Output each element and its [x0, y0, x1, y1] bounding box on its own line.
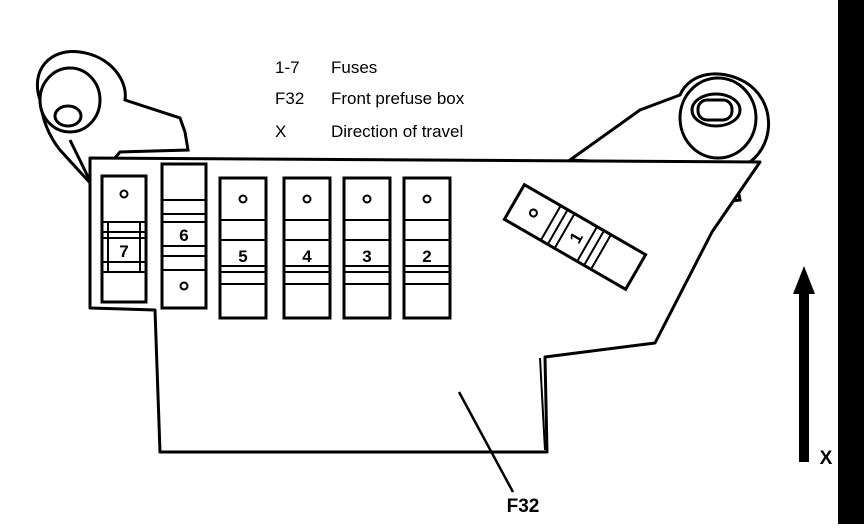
- fuse-label: 6: [179, 226, 188, 245]
- fuse-housing: [342, 176, 392, 320]
- fuse-housing: [402, 176, 452, 320]
- fuse-label: 5: [238, 247, 247, 266]
- legend-code: 1-7: [275, 58, 300, 77]
- fuse-3[interactable]: 3: [342, 176, 392, 320]
- right-edge-bar: [838, 0, 864, 524]
- legend-code: X: [275, 122, 286, 141]
- fuse-2[interactable]: 2: [402, 176, 452, 320]
- legend-description: Direction of travel: [331, 122, 463, 141]
- fuse-housing: [282, 176, 332, 320]
- fuse-1[interactable]: 1: [502, 182, 648, 292]
- f32-leader-line: [457, 391, 515, 493]
- legend: 1-7 Fuses F32 Front prefuse box X Direct…: [275, 58, 465, 141]
- body-inner-edge: [539, 357, 546, 451]
- fuse-4[interactable]: 4: [282, 176, 332, 320]
- fuse-contact: [302, 194, 312, 204]
- fuse-6[interactable]: 6: [160, 162, 208, 310]
- fuse-label: 7: [119, 242, 128, 261]
- legend-code: F32: [275, 89, 304, 108]
- fuse-contact: [422, 194, 432, 204]
- fuse-housing: [218, 176, 268, 320]
- fuse-label: 4: [302, 247, 312, 266]
- fuse-label: 2: [422, 247, 431, 266]
- fuse-contact: [238, 194, 248, 204]
- fuse-housing: [502, 182, 648, 292]
- fuse-7[interactable]: 7: [100, 174, 148, 304]
- fuse-contact: [362, 194, 372, 204]
- direction-arrow-icon: [793, 266, 815, 462]
- fuse-contact: [119, 189, 129, 199]
- fuse-label: 3: [362, 247, 371, 266]
- fuse-5[interactable]: 5: [218, 176, 268, 320]
- fuse-contact: [528, 208, 538, 218]
- fuse-housing: [160, 162, 208, 310]
- legend-description: Front prefuse box: [331, 89, 465, 108]
- f32-label: F32: [507, 496, 540, 517]
- legend-description: Fuses: [331, 58, 377, 77]
- fuse-contact: [179, 281, 189, 291]
- left-mounting-lug: [35, 50, 190, 188]
- direction-label: X: [820, 448, 833, 469]
